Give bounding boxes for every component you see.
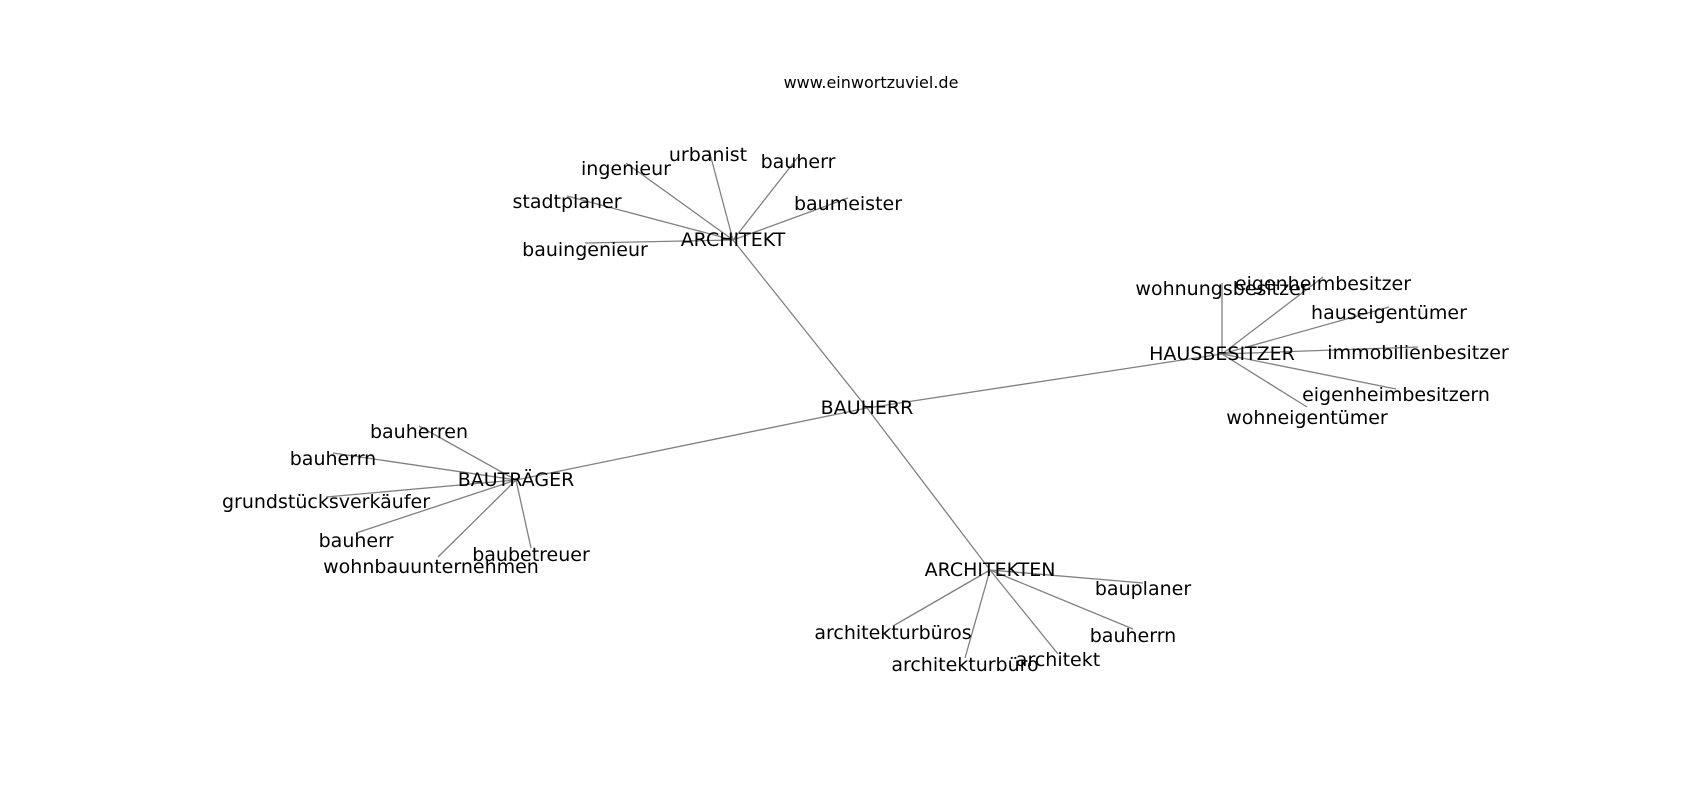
edge-architekten-architekturbueros [892, 569, 991, 627]
node-leaf-architekt-bauherr: bauherr [761, 151, 836, 173]
node-leaf-hausbesitzer-wohnungsbesitzer: wohnungsbesitzer [1135, 278, 1308, 300]
edge-architekt-ingenieur [625, 162, 734, 241]
node-hub-architekten: ARCHITEKTEN [925, 559, 1056, 581]
node-leaf-hausbesitzer-immobilienbesitzer: immobilienbesitzer [1327, 342, 1509, 364]
node-leaf-hausbesitzer-hauseigentuemer: hauseigentümer [1311, 302, 1467, 324]
edge-architekten-architekturbuero [964, 569, 991, 659]
node-leaf-architekten-architekturbueros: architekturbüros [814, 622, 971, 644]
edge-architekt-bauherr [732, 156, 799, 241]
node-hub-bautraeger: BAUTRÄGER [458, 468, 575, 491]
node-hub-architekt: ARCHITEKT [681, 229, 786, 251]
edge-bautraeger-bauherr [355, 479, 517, 534]
node-leaf-architekt-urbanist: urbanist [669, 144, 747, 166]
graph-title: www.einwortzuviel.de [784, 73, 959, 92]
node-leaf-hausbesitzer-eigenheimbesitzer: eigenheimbesitzer [1235, 273, 1411, 295]
node-leaf-architekten-architekturbuero: architekturbüro [891, 654, 1038, 676]
edge-hausbesitzer-immobilienbesitzer [1221, 346, 1419, 355]
node-leaf-architekten-bauherrn: bauherrn [1090, 625, 1176, 647]
node-leaf-architekt-baumeister: baumeister [794, 193, 902, 215]
graph-edges [325, 149, 1419, 659]
node-hub-hausbesitzer: HAUSBESITZER [1149, 343, 1295, 365]
edge-root-architekten [866, 407, 991, 571]
node-leaf-architekt-bauingenieur: bauingenieur [522, 239, 648, 261]
edge-architekten-bauherrn [989, 569, 1134, 630]
edge-bautraeger-grundstuecksverkaeufer [325, 479, 517, 498]
edge-architekt-bauingenieur [584, 239, 734, 244]
edge-hausbesitzer-eigenheimbesitzern [1221, 353, 1397, 390]
edge-architekt-stadtplaner [566, 195, 734, 241]
node-leaf-hausbesitzer-eigenheimbesitzern: eigenheimbesitzern [1302, 384, 1490, 406]
edge-architekten-architekt [989, 569, 1059, 655]
node-leaf-bautraeger-bauherren: bauherren [370, 421, 468, 443]
edge-root-architekt [732, 239, 868, 409]
edge-hausbesitzer-eigenheimbesitzer [1221, 276, 1324, 355]
node-leaf-hausbesitzer-wohneigentuemer: wohneigentümer [1226, 407, 1388, 429]
node-leaf-bautraeger-grundstuecksverkaeufer: grundstücksverkäufer [222, 491, 430, 513]
node-leaf-bautraeger-baubetreuer: baubetreuer [472, 544, 590, 566]
edge-bautraeger-baubetreuer [515, 479, 532, 549]
edge-bautraeger-bauherrn [332, 452, 517, 481]
edge-hausbesitzer-hauseigentuemer [1221, 306, 1390, 355]
edge-architekten-bauplaner [989, 569, 1144, 584]
node-leaf-architekt-ingenieur: ingenieur [581, 158, 671, 180]
edge-architekt-urbanist [708, 149, 734, 241]
node-leaf-architekten-architekt: architekt [1016, 649, 1100, 671]
edge-hausbesitzer-wohneigentuemer [1221, 353, 1308, 408]
node-leaf-bautraeger-wohnbauunternehmen: wohnbauunternehmen [323, 556, 539, 578]
node-leaf-architekt-stadtplaner: stadtplaner [512, 191, 621, 213]
node-leaf-bautraeger-bauherrn: bauherrn [290, 448, 376, 470]
node-leaf-architekten-bauplaner: bauplaner [1095, 578, 1191, 600]
edge-root-bautraeger [515, 407, 868, 481]
edge-bautraeger-bauherren [418, 425, 517, 481]
edge-root-hausbesitzer [866, 353, 1223, 409]
edge-architekt-baumeister [732, 197, 849, 241]
edge-bautraeger-wohnbauunternehmen [437, 479, 517, 558]
node-leaf-bautraeger-bauherr: bauherr [319, 530, 394, 552]
node-root-bauherr: BAUHERR [821, 397, 914, 419]
